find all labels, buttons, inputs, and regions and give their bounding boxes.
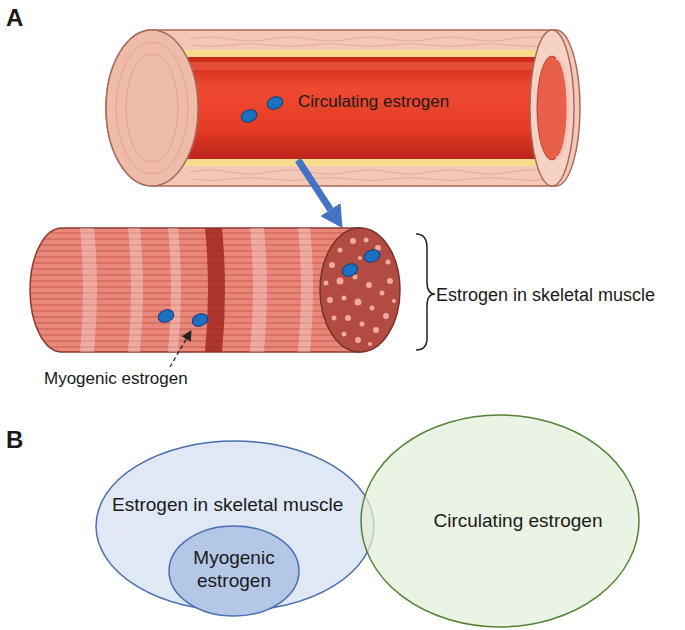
- myofibril-dot: [338, 248, 343, 253]
- vessel-wall: [106, 30, 580, 186]
- myofibril-dot: [386, 260, 391, 265]
- fiber-bands: [80, 228, 313, 352]
- muscle-fiber-body: [30, 228, 360, 352]
- estrogen-molecule: [265, 95, 284, 112]
- opening-highlight: [556, 58, 568, 158]
- vessel-lumen: Circulating estrogen: [150, 56, 550, 160]
- myofibril-dot: [368, 342, 372, 346]
- node-text: Estrogen in skeletal muscle: [436, 285, 655, 307]
- estrogen-molecule: [156, 308, 175, 325]
- wall-texture: [190, 178, 550, 181]
- venn-inner-ellipse: Myogenic estrogen: [168, 525, 300, 617]
- callout-label: Myogenic estrogen: [44, 369, 188, 389]
- myofibril-dot: [350, 238, 356, 244]
- wall-texture: [126, 54, 178, 162]
- ellipse-outline: [361, 415, 639, 627]
- myofibril-dot: [342, 296, 347, 301]
- myofibril-dot: [383, 313, 389, 319]
- vessel-end-cap: [106, 30, 198, 186]
- vessel-opening: [537, 56, 567, 160]
- myofibril-dot: [392, 299, 396, 303]
- myofibril-dots: [324, 238, 397, 347]
- myofibril-dot: [337, 278, 344, 285]
- venn-ellipse: Estrogen in skeletal muscleMyogenic estr…: [95, 440, 375, 612]
- fiber-dark-band: [205, 228, 225, 352]
- myofibril-dot: [332, 316, 337, 321]
- wall-texture: [190, 44, 550, 47]
- muscle-fiber: Estrogen in skeletal muscle: [30, 228, 402, 352]
- estrogen-molecule: [239, 108, 258, 125]
- curly-bracket: [416, 234, 435, 350]
- myofibril-dot: [387, 278, 393, 284]
- myofibril-dot: [370, 306, 375, 311]
- lumen-highlight: [152, 62, 556, 70]
- fiber-band: [298, 228, 313, 352]
- node-text: Estrogen in skeletal muscle: [112, 494, 343, 517]
- fiber-band: [80, 228, 97, 352]
- node-text: Circulating estrogen: [398, 510, 638, 533]
- myofibril-dot: [324, 281, 329, 286]
- fiber-band: [128, 228, 143, 352]
- flow-arrow: [298, 160, 330, 210]
- myofibril-dot: [355, 299, 362, 306]
- myofibril-dot: [327, 297, 333, 303]
- myofibril-dot: [345, 315, 351, 321]
- estrogen-molecule: [362, 248, 381, 265]
- myofibril-dot: [358, 256, 362, 260]
- leader-line: [170, 331, 191, 367]
- myofibril-dot: [329, 262, 335, 268]
- myofibril-dot: [380, 291, 385, 296]
- myofibril-dot: [373, 327, 379, 333]
- fiber-cross-section: [320, 228, 400, 352]
- myofibril-dot: [364, 238, 369, 243]
- node-text: Myogenic estrogen: [182, 547, 286, 593]
- vessel-intima: [152, 159, 556, 166]
- vessel-lumen-fill: [152, 57, 556, 159]
- venn-circle: Circulating estrogen: [360, 414, 640, 628]
- panel-letter: B: [6, 426, 23, 455]
- myofibril-dot: [366, 282, 372, 288]
- panel-letter: A: [6, 4, 23, 33]
- ellipse-outline: [169, 526, 299, 616]
- estrogen-molecule: [190, 312, 209, 329]
- fiber-band: [168, 228, 181, 352]
- myofibril-dot: [355, 337, 361, 343]
- node-text: Circulating estrogen: [298, 92, 449, 112]
- vessel-intima: [152, 50, 556, 57]
- fiber-band: [250, 228, 267, 352]
- estrogen-molecule: [340, 262, 359, 279]
- myofibril-dot: [360, 322, 365, 327]
- wall-texture: [190, 37, 550, 41]
- wall-texture: [190, 170, 550, 174]
- wall-texture: [116, 42, 188, 174]
- vessel-open-end: [530, 30, 574, 186]
- myofibril-dot: [342, 332, 347, 337]
